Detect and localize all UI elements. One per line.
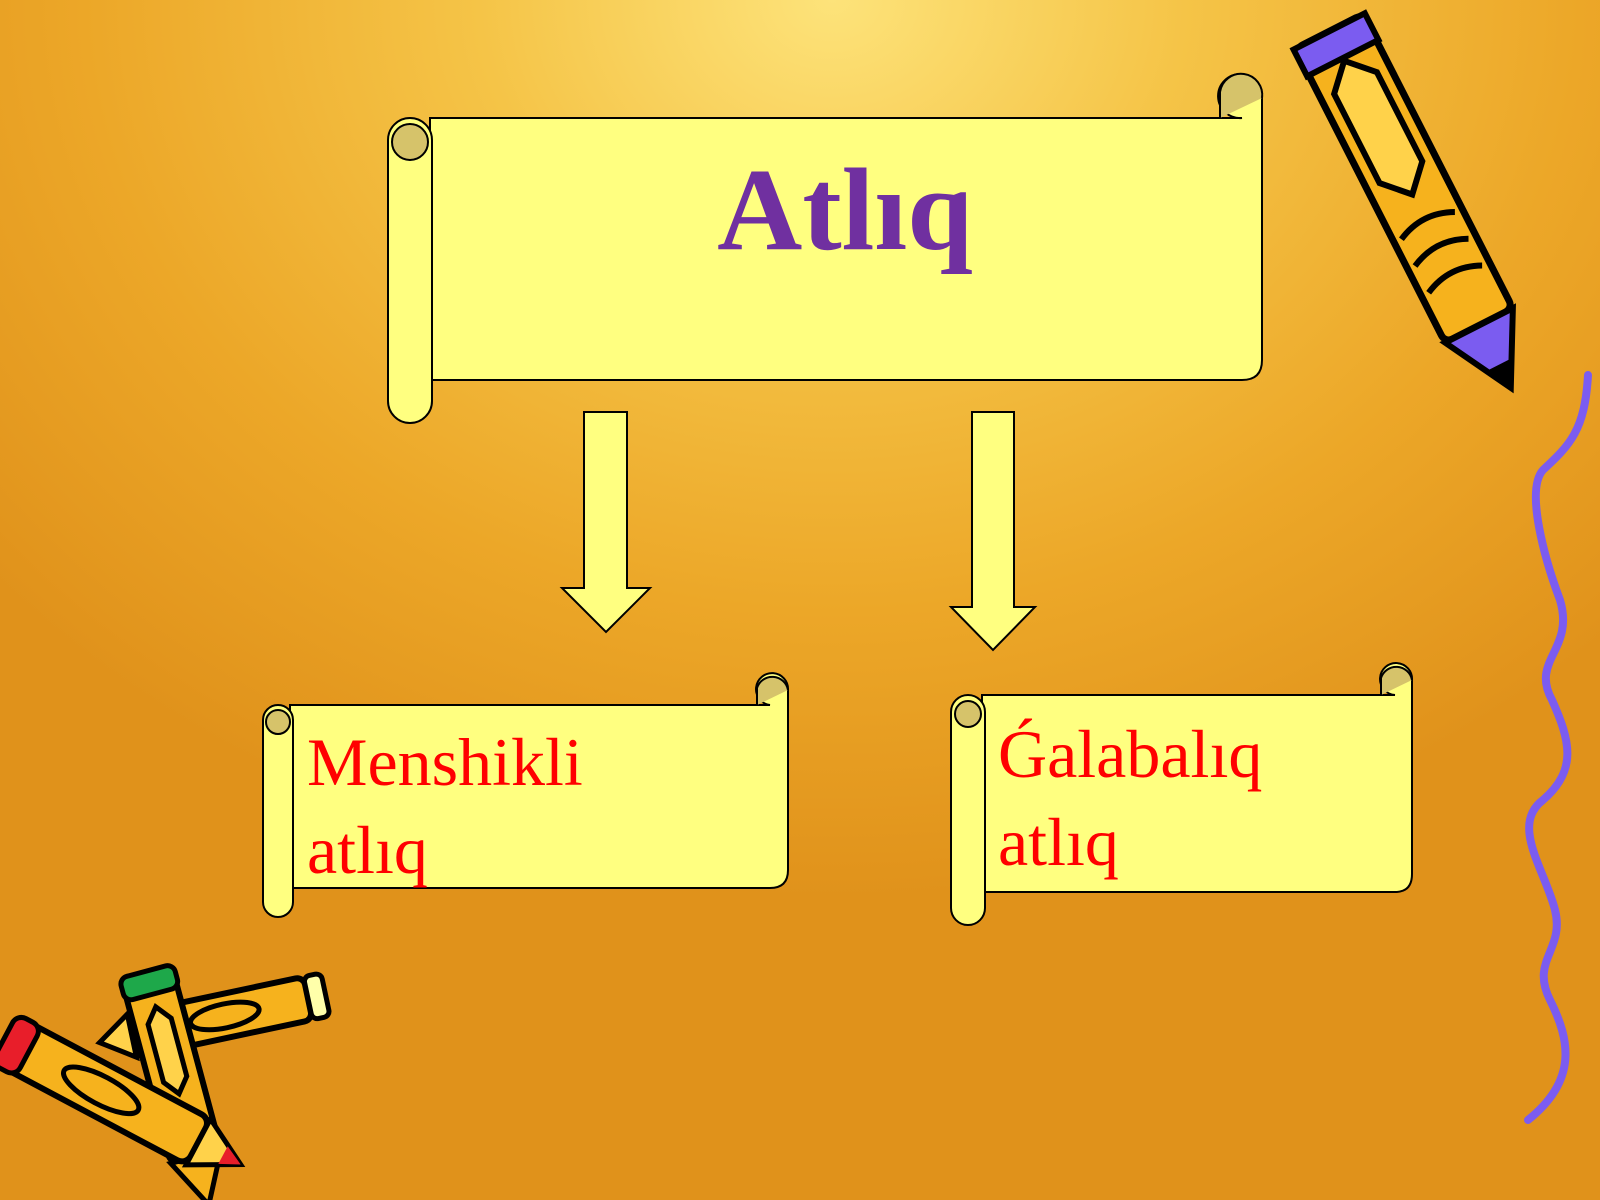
left-branch-line1: Menshikli bbox=[307, 724, 583, 800]
arrow-right bbox=[948, 411, 1038, 652]
right-branch-label: Ǵalabalıq atlıq bbox=[998, 710, 1262, 886]
right-branch-line1: Ǵalabalıq bbox=[998, 716, 1263, 792]
pencil-clipart bbox=[1289, 9, 1516, 394]
right-branch-line2: atlıq bbox=[998, 804, 1119, 880]
left-branch-scroll bbox=[262, 672, 790, 918]
diagram-title: Atlıq bbox=[717, 144, 973, 275]
arrow-left bbox=[559, 411, 653, 634]
left-branch-line2: atlıq bbox=[307, 812, 428, 888]
wavy-line bbox=[1524, 371, 1592, 1124]
title-scroll bbox=[387, 72, 1264, 424]
right-branch-scroll bbox=[950, 662, 1414, 926]
crayons-clipart bbox=[0, 963, 332, 1200]
left-branch-label: Menshikli atlıq bbox=[307, 718, 583, 894]
